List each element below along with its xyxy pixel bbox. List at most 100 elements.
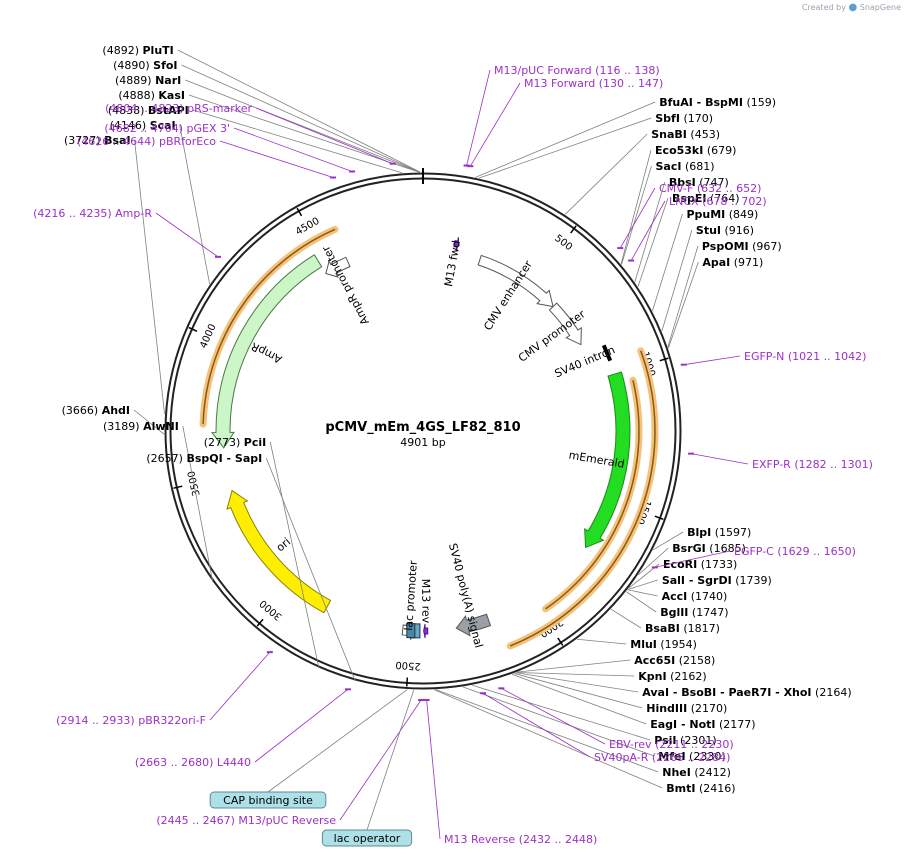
ring-tick-label: 3500 [186,470,202,497]
primer-leader [219,140,334,178]
site-leader [472,684,651,741]
site-label: Eco53kI (679) [655,144,736,157]
boxed-feature-box [321,829,413,847]
feature-cmv-enhancer [477,254,554,308]
site-name: BstAPI [148,104,189,117]
site-position: (170) [683,112,713,125]
primer-label: M13 Forward (130 .. 147) [524,77,663,90]
site-label: ApaI (971) [702,256,763,269]
site-label: BfuAI - BspMI (159) [659,96,776,109]
site-label: (4146) ScaI [110,119,176,132]
ring-tick [654,515,664,521]
site-leader [515,672,639,693]
site-position: (4146) [110,119,147,132]
site-leader [627,579,658,590]
site-name: KpnI [638,670,666,683]
ring-tick [570,225,577,234]
site-leader [652,531,684,551]
primer-label: (4216 .. 4235) Amp-R [33,207,152,220]
ring-tick [256,618,264,627]
snapgene-logo-icon: ● [848,2,858,13]
site-name: BspQI - SapI [186,452,262,465]
site-leader [667,245,699,347]
site-label: (3189) AlwNI [103,420,179,433]
plasmid-name: pCMV_mEm_4GS_LF82_810 [325,420,520,435]
site-label: SbfI (170) [655,112,713,125]
feature-memerald [584,371,631,549]
credit-app: SnapGene [859,3,901,12]
site-name: BspEI [672,192,706,205]
primer-name: M13 Forward [524,77,595,90]
site-leader [514,673,643,709]
site-leader [625,591,657,613]
site-leader [192,109,403,174]
site-position: (916) [725,224,755,237]
site-name: PluTI [142,44,173,57]
site-position: (4890) [113,59,150,72]
feature-ampr [210,254,323,449]
site-leader [634,181,666,283]
primer-range: (1282 .. 1301) [794,458,873,471]
site-position: (1597) [715,526,752,539]
site-name: SbfI [655,112,680,125]
site-position: (2162) [670,670,707,683]
primer-label: (2914 .. 2933) pBR322ori-F [56,714,206,727]
primer-leader [155,212,219,258]
site-leader [134,139,165,415]
site-position: (2657) [146,452,183,465]
site-label: PspOMI (967) [702,240,782,253]
site-label: MfeI (2330) [658,750,725,763]
site-name: BsaBI [645,622,680,635]
site-position: (2773) [204,436,241,449]
site-name: BsaI [104,134,130,147]
boxed-feature-label: lac operator [334,832,401,845]
site-label: (3666) AhdI [62,404,130,417]
site-name: AccI [662,590,688,603]
orf-arc-core [509,350,656,647]
primer-range: (2663 .. 2680) [135,756,214,769]
primer-label: (4626 .. 4644) pBRforEco [77,135,216,148]
boxed-feature-leader [366,689,415,831]
site-leader [188,94,419,173]
primer-range: (1021 .. 1042) [788,350,867,363]
site-name: PciI [244,436,266,449]
site-leader [185,79,420,173]
site-leader [177,49,421,173]
feature-label: M13 fwd [442,239,463,287]
site-position: (4892) [102,44,139,57]
site-position: (3727) [64,134,101,147]
feature-sv40-poly-a-signal [455,613,492,637]
site-position: (4838) [108,104,145,117]
site-name: AhdI [102,404,130,417]
ring-tick [188,326,198,332]
primer-leader [255,107,393,165]
feature-cmv-promoter [548,302,582,346]
site-name: AlwNI [143,420,179,433]
site-name: BsrGI [672,542,705,555]
primer-range: (4626 .. 4644) [77,135,156,148]
site-leader [564,133,648,215]
site-leader [182,425,214,583]
feature-label: ori [274,535,293,554]
site-leader [265,457,356,682]
primer-name: SV40pA-R [594,751,649,764]
site-position: (971) [734,256,764,269]
credit-text: Created by [801,3,846,12]
site-position: (4888) [118,89,155,102]
feature-ampr-promoter [325,256,351,278]
primer-leader [426,699,441,840]
site-position: (159) [746,96,776,109]
primer-range: (2211 .. 2230) [655,738,734,751]
primer-name: Amp-R [115,207,152,220]
site-name: BbsI [669,176,696,189]
primer-name: LNCX [669,195,699,208]
primer-name: L4440 [217,756,251,769]
site-leader [661,229,693,332]
boxed-feature-label: CAP binding site [223,794,313,807]
site-position: (2164) [815,686,852,699]
feature-m13-fwd [453,237,460,252]
primer-name: M13/pUC Forward [494,64,592,77]
ring-tick-label: 3000 [258,597,285,622]
ring-tick [173,485,183,489]
primer-name: pBRforEco [159,135,216,148]
